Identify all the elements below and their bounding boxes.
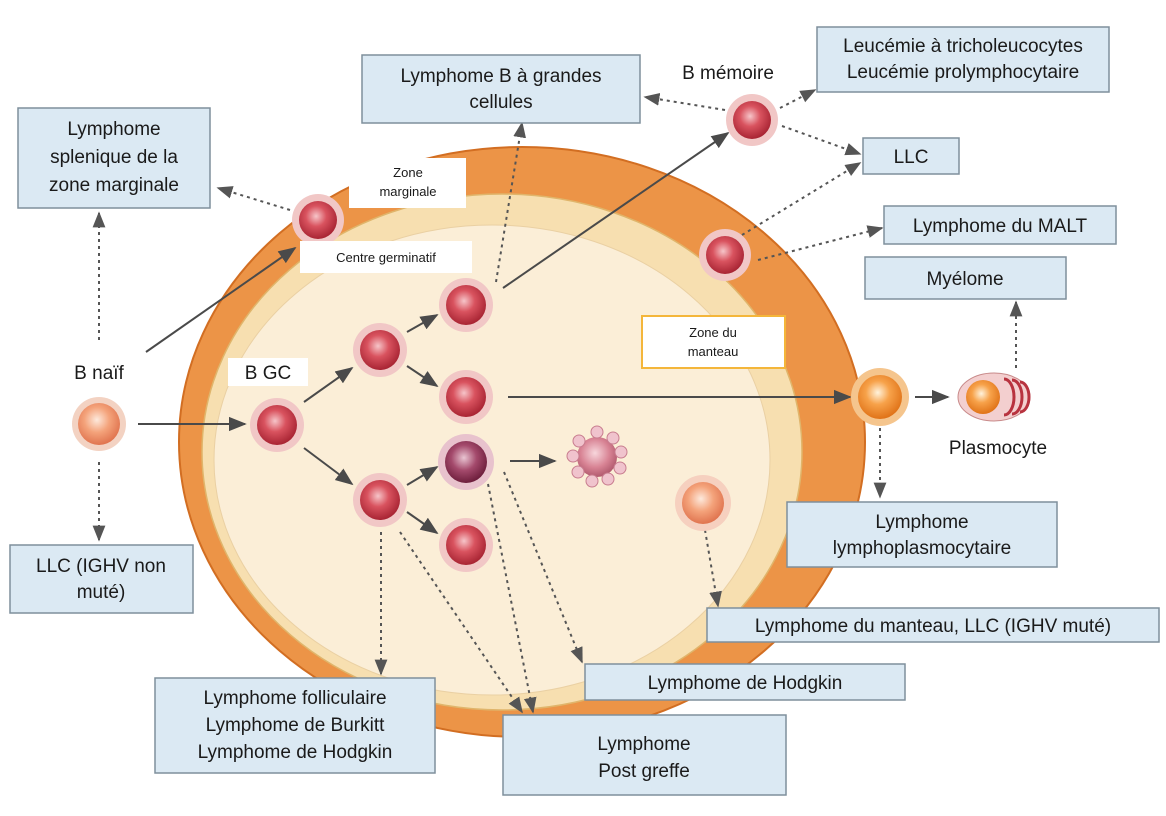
- box-folliculaire-line1: Lymphome folliculaire: [203, 688, 386, 709]
- box-post-greffe: Lymphome Post greffe: [503, 715, 786, 795]
- b-cell-icon: [439, 518, 493, 572]
- dotted-arrow-memory-to-tricho: [780, 90, 815, 108]
- box-lympho-plasmo-line2: lymphoplasmocytaire: [833, 538, 1011, 559]
- box-llc-ighv-line1: LLC (IGHV non: [36, 556, 166, 577]
- box-malt-text: Lymphome du MALT: [913, 216, 1088, 237]
- b-cell-icon: [292, 194, 344, 246]
- box-szm-line3: zone marginale: [49, 175, 179, 196]
- b-cell-icon: [699, 229, 751, 281]
- box-szm: Lymphome splenique de la zone marginale: [18, 108, 210, 208]
- dotted-arrow-memory-to-dlbcl: [645, 97, 725, 110]
- box-szm-line2: splenique de la: [50, 147, 178, 168]
- b-cell-icon: [353, 323, 407, 377]
- box-folliculaire-line3: Lymphome de Hodgkin: [198, 742, 393, 763]
- zone-label-marginale: Zone marginale: [349, 158, 466, 208]
- box-myelome-text: Myélome: [926, 269, 1003, 290]
- box-szm-line1: Lymphome: [67, 119, 160, 140]
- box-tricho-line2: Leucémie prolymphocytaire: [847, 62, 1079, 83]
- b-cell-icon: [438, 434, 494, 490]
- box-manteau: Lymphome du manteau, LLC (IGHV muté): [707, 608, 1159, 642]
- zone-manteau-line1: Zone du: [689, 325, 737, 340]
- box-dlbcl-line2: cellules: [469, 92, 532, 113]
- b-cell-icon: [250, 398, 304, 452]
- box-folliculaire-line2: Lymphome de Burkitt: [206, 715, 386, 736]
- box-hodgkin-text: Lymphome de Hodgkin: [648, 673, 843, 694]
- box-post-greffe-line1: Lymphome: [597, 734, 690, 755]
- box-llc-ighv-line2: muté): [77, 582, 126, 603]
- b-cell-icon: [675, 475, 731, 531]
- b-cell-icon: [726, 94, 778, 146]
- box-llc-ighv: LLC (IGHV non muté): [10, 545, 193, 613]
- zone-label-manteau: Zone du manteau: [642, 316, 785, 368]
- zone-marginale-line2: marginale: [379, 184, 436, 199]
- box-llc-text: LLC: [894, 147, 929, 168]
- box-tricho: Leucémie à tricholeucocytes Leucémie pro…: [817, 27, 1109, 92]
- box-lympho-plasmo-line1: Lymphome: [875, 512, 968, 533]
- box-malt: Lymphome du MALT: [884, 206, 1116, 244]
- box-manteau-text: Lymphome du manteau, LLC (IGHV muté): [755, 616, 1111, 637]
- box-folliculaire: Lymphome folliculaire Lymphome de Burkit…: [155, 678, 435, 773]
- box-myelome: Myélome: [865, 257, 1066, 299]
- box-llc: LLC: [863, 138, 959, 174]
- b-cell-icon: [353, 473, 407, 527]
- cell-label-plasmocyte: Plasmocyte: [949, 438, 1047, 459]
- zone-label-germinatif: Centre germinatif: [300, 241, 472, 273]
- dotted-arrow-marginal-to-szm: [218, 188, 290, 210]
- b-cell-icon: [851, 368, 909, 426]
- zone-marginale-line1: Zone: [393, 165, 423, 180]
- box-lympho-plasmo: Lymphome lymphoplasmocytaire: [787, 502, 1057, 567]
- dotted-arrow-mzcell-to-llc: [742, 163, 860, 235]
- plasma-cell-icon: [958, 373, 1030, 421]
- box-hodgkin: Lymphome de Hodgkin: [585, 664, 905, 700]
- box-post-greffe-line2: Post greffe: [598, 761, 690, 782]
- box-tricho-line1: Leucémie à tricholeucocytes: [843, 36, 1083, 57]
- dotted-arrow-memory-to-llc: [782, 126, 860, 154]
- zone-germinatif-text: Centre germinatif: [336, 250, 436, 265]
- box-dlbcl-line1: Lymphome B à grandes: [400, 66, 601, 87]
- cell-label-memory: B mémoire: [682, 63, 774, 84]
- zone-manteau-line2: manteau: [688, 344, 739, 359]
- b-cell-icon: [439, 370, 493, 424]
- box-dlbcl: Lymphome B à grandes cellules: [362, 55, 640, 123]
- cell-label-gc: B GC: [245, 363, 291, 384]
- cell-label-naive: B naïf: [74, 363, 124, 384]
- b-cell-icon: [72, 397, 126, 451]
- b-cell-icon: [439, 278, 493, 332]
